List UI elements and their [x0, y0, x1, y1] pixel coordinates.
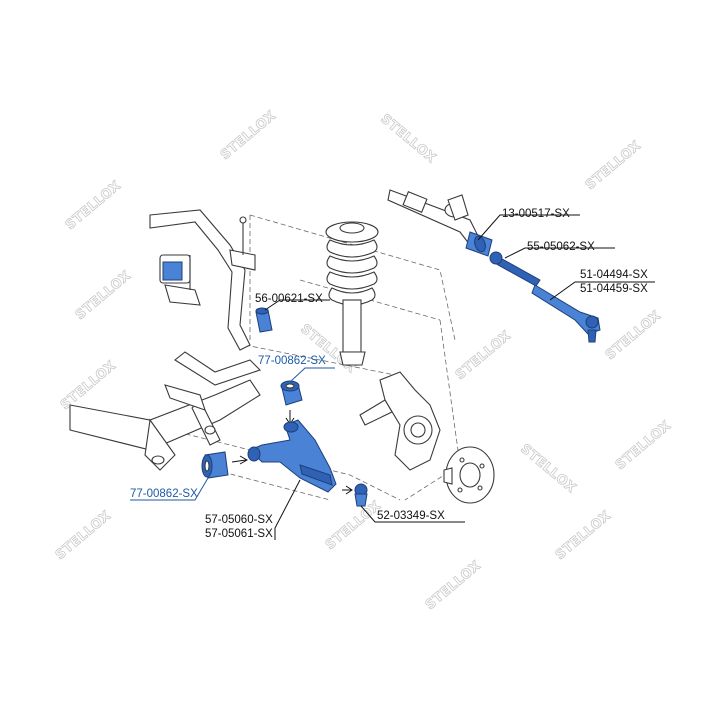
upper-bushing: [280, 380, 303, 425]
lower-bushing: [201, 451, 249, 479]
label-steering-rack[interactable]: 13-00517-SX: [502, 208, 570, 220]
watermark: STELLOX: [323, 498, 384, 553]
watermark: STELLOX: [423, 558, 484, 613]
inner-tie-rod: [489, 251, 541, 287]
strut-assembly: [325, 221, 379, 366]
label-tie-rod-end-2[interactable]: 51-04459-SX: [580, 283, 648, 295]
watermark: STELLOX: [553, 508, 614, 563]
lower-control-arm: [247, 419, 337, 493]
watermark: STELLOX: [603, 308, 664, 363]
label-tie-rod-end-1[interactable]: 51-04494-SX: [580, 269, 648, 281]
label-bushing-lower[interactable]: 77-00862-SX: [130, 488, 198, 500]
label-ball-joint[interactable]: 52-03349-SX: [377, 510, 445, 522]
watermark: STELLOX: [517, 442, 578, 497]
watermark: STELLOX: [58, 358, 119, 413]
ball-joint: [342, 483, 368, 507]
stabilizer-bar: [149, 209, 256, 351]
watermark: STELLOX: [583, 138, 644, 193]
watermark: STELLOX: [73, 268, 134, 323]
label-inner-tie-rod[interactable]: 55-05062-SX: [527, 241, 595, 253]
watermark: STELLOX: [613, 418, 674, 473]
watermark: STELLOX: [377, 112, 438, 167]
watermark: STELLOX: [218, 108, 279, 163]
tie-rod-end: [531, 284, 601, 343]
steering-knuckle: [359, 371, 441, 471]
stabilizer-link: [255, 307, 273, 333]
label-control-arm-1[interactable]: 57-05060-SX: [205, 514, 273, 526]
leader-lines: [130, 214, 655, 540]
watermark: STELLOX: [453, 328, 514, 383]
label-stabilizer-link[interactable]: 56-00621-SX: [255, 293, 323, 305]
steering-rack: [387, 189, 493, 257]
part-labels: 13-00517-SX 55-05062-SX 51-04494-SX 51-0…: [130, 208, 648, 540]
subframe: [69, 351, 262, 471]
wheel-hub: [443, 446, 495, 504]
watermark: STELLOX: [63, 178, 124, 233]
watermark: STELLOX: [53, 508, 114, 563]
label-bushing-upper[interactable]: 77-00862-SX: [258, 355, 326, 367]
label-control-arm-2[interactable]: 57-05061-SX: [205, 528, 273, 540]
